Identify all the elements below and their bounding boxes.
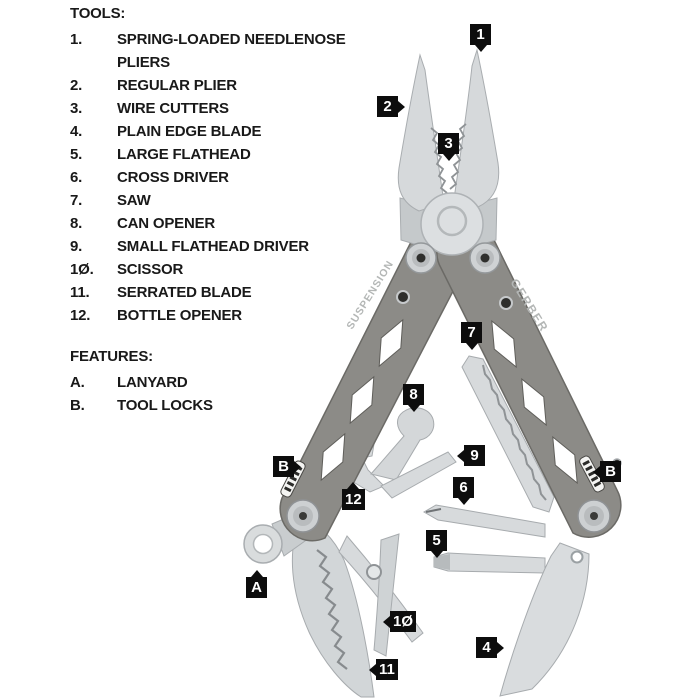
- tool-lock-slider-right: [579, 455, 605, 493]
- marker-12: 12: [342, 482, 365, 510]
- tool-list-item-1: 1. SPRING-LOADED NEEDLENOSE PLIERS: [70, 28, 385, 74]
- small-flathead-driver: [380, 451, 457, 499]
- lanyard-ring: [243, 524, 283, 564]
- marker-8: 8: [403, 384, 424, 412]
- marker-1: 1: [470, 24, 491, 52]
- marker-7: 7: [461, 322, 482, 350]
- legend: TOOLS: 1. SPRING-LOADED NEEDLENOSE PLIERS…: [70, 2, 385, 417]
- marker-2: 2: [377, 96, 405, 117]
- item-label: SCISSOR: [117, 261, 184, 278]
- tool-list-item-5: 5. LARGE FLATHEAD: [70, 143, 385, 166]
- tool-list-item-9: 9. SMALL FLATHEAD DRIVER: [70, 235, 385, 258]
- marker-4: 4: [476, 637, 504, 658]
- can-opener: [370, 407, 435, 481]
- item-number: B.: [70, 397, 85, 414]
- item-number: 6.: [70, 169, 83, 186]
- tool-list-item-8: 8. CAN OPENER: [70, 212, 385, 235]
- item-number: 8.: [70, 215, 83, 232]
- marker-a: A: [246, 570, 267, 598]
- feature-list-item-b: B. TOOL LOCKS: [70, 394, 385, 417]
- marker-10: 1Ø: [382, 611, 417, 632]
- item-number: 3.: [70, 100, 83, 117]
- item-label: BOTTLE OPENER: [117, 307, 242, 324]
- item-number: 5.: [70, 146, 83, 163]
- marker-5: 5: [426, 530, 447, 558]
- marker-3: 3: [438, 133, 459, 161]
- marker-b-left: B: [273, 456, 301, 477]
- large-flathead-driver: [433, 552, 546, 574]
- item-number: 12.: [70, 307, 91, 324]
- marker-6: 6: [453, 477, 474, 505]
- serrated-blade: [291, 517, 375, 698]
- item-label: CROSS DRIVER: [117, 169, 229, 186]
- tool-list-item-12: 12. BOTTLE OPENER: [70, 304, 385, 327]
- marker-9: 9: [457, 445, 485, 466]
- saw: [461, 355, 555, 513]
- tool-list-item-10: 1Ø. SCISSOR: [70, 258, 385, 281]
- item-label: LARGE FLATHEAD: [117, 146, 251, 163]
- handle-right: GERBER: [436, 222, 622, 538]
- item-label: SPRING-LOADED NEEDLENOSE PLIERS: [117, 31, 346, 71]
- item-label: REGULAR PLIER: [117, 77, 237, 94]
- item-number: A.: [70, 374, 85, 391]
- item-number: 11.: [70, 284, 90, 301]
- marker-11: 11: [369, 659, 398, 680]
- item-label: PLAIN EDGE BLADE: [117, 123, 262, 140]
- pliers-jaw-left: [397, 53, 445, 212]
- item-label: SMALL FLATHEAD DRIVER: [117, 238, 309, 255]
- item-number: 1Ø.: [70, 261, 94, 278]
- item-label: LANYARD: [117, 374, 188, 391]
- feature-list-item-a: A. LANYARD: [70, 371, 385, 394]
- pliers-jaw-right: [453, 48, 500, 208]
- item-number: 2.: [70, 77, 83, 94]
- item-number: 4.: [70, 123, 83, 140]
- item-number: 7.: [70, 192, 83, 209]
- item-number: 1.: [70, 31, 83, 48]
- pivot-plate: [420, 192, 484, 256]
- handle-left: SUSPENSION: [273, 222, 470, 542]
- tool-list-item-11: 11. SERRATED BLADE: [70, 281, 385, 304]
- item-label: CAN OPENER: [117, 215, 216, 232]
- item-label: TOOL LOCKS: [117, 397, 213, 414]
- tool-list-item-6: 6. CROSS DRIVER: [70, 166, 385, 189]
- item-label: SERRATED BLADE: [117, 284, 252, 301]
- cross-driver: [423, 504, 546, 538]
- item-label: SAW: [117, 192, 151, 209]
- tool-list-item-4: 4. PLAIN EDGE BLADE: [70, 120, 385, 143]
- tool-list-item-7: 7. SAW: [70, 189, 385, 212]
- tool-list-item-3: 3. WIRE CUTTERS: [70, 97, 385, 120]
- marker-b-right: B: [593, 461, 621, 482]
- pliers: [397, 48, 501, 274]
- features-heading: FEATURES:: [70, 348, 153, 365]
- item-number: 9.: [70, 238, 83, 255]
- tool-list-item-2: 2. REGULAR PLIER: [70, 74, 385, 97]
- item-label: WIRE CUTTERS: [117, 100, 229, 117]
- tools-heading: TOOLS:: [70, 5, 126, 22]
- plain-edge-blade: [499, 542, 590, 697]
